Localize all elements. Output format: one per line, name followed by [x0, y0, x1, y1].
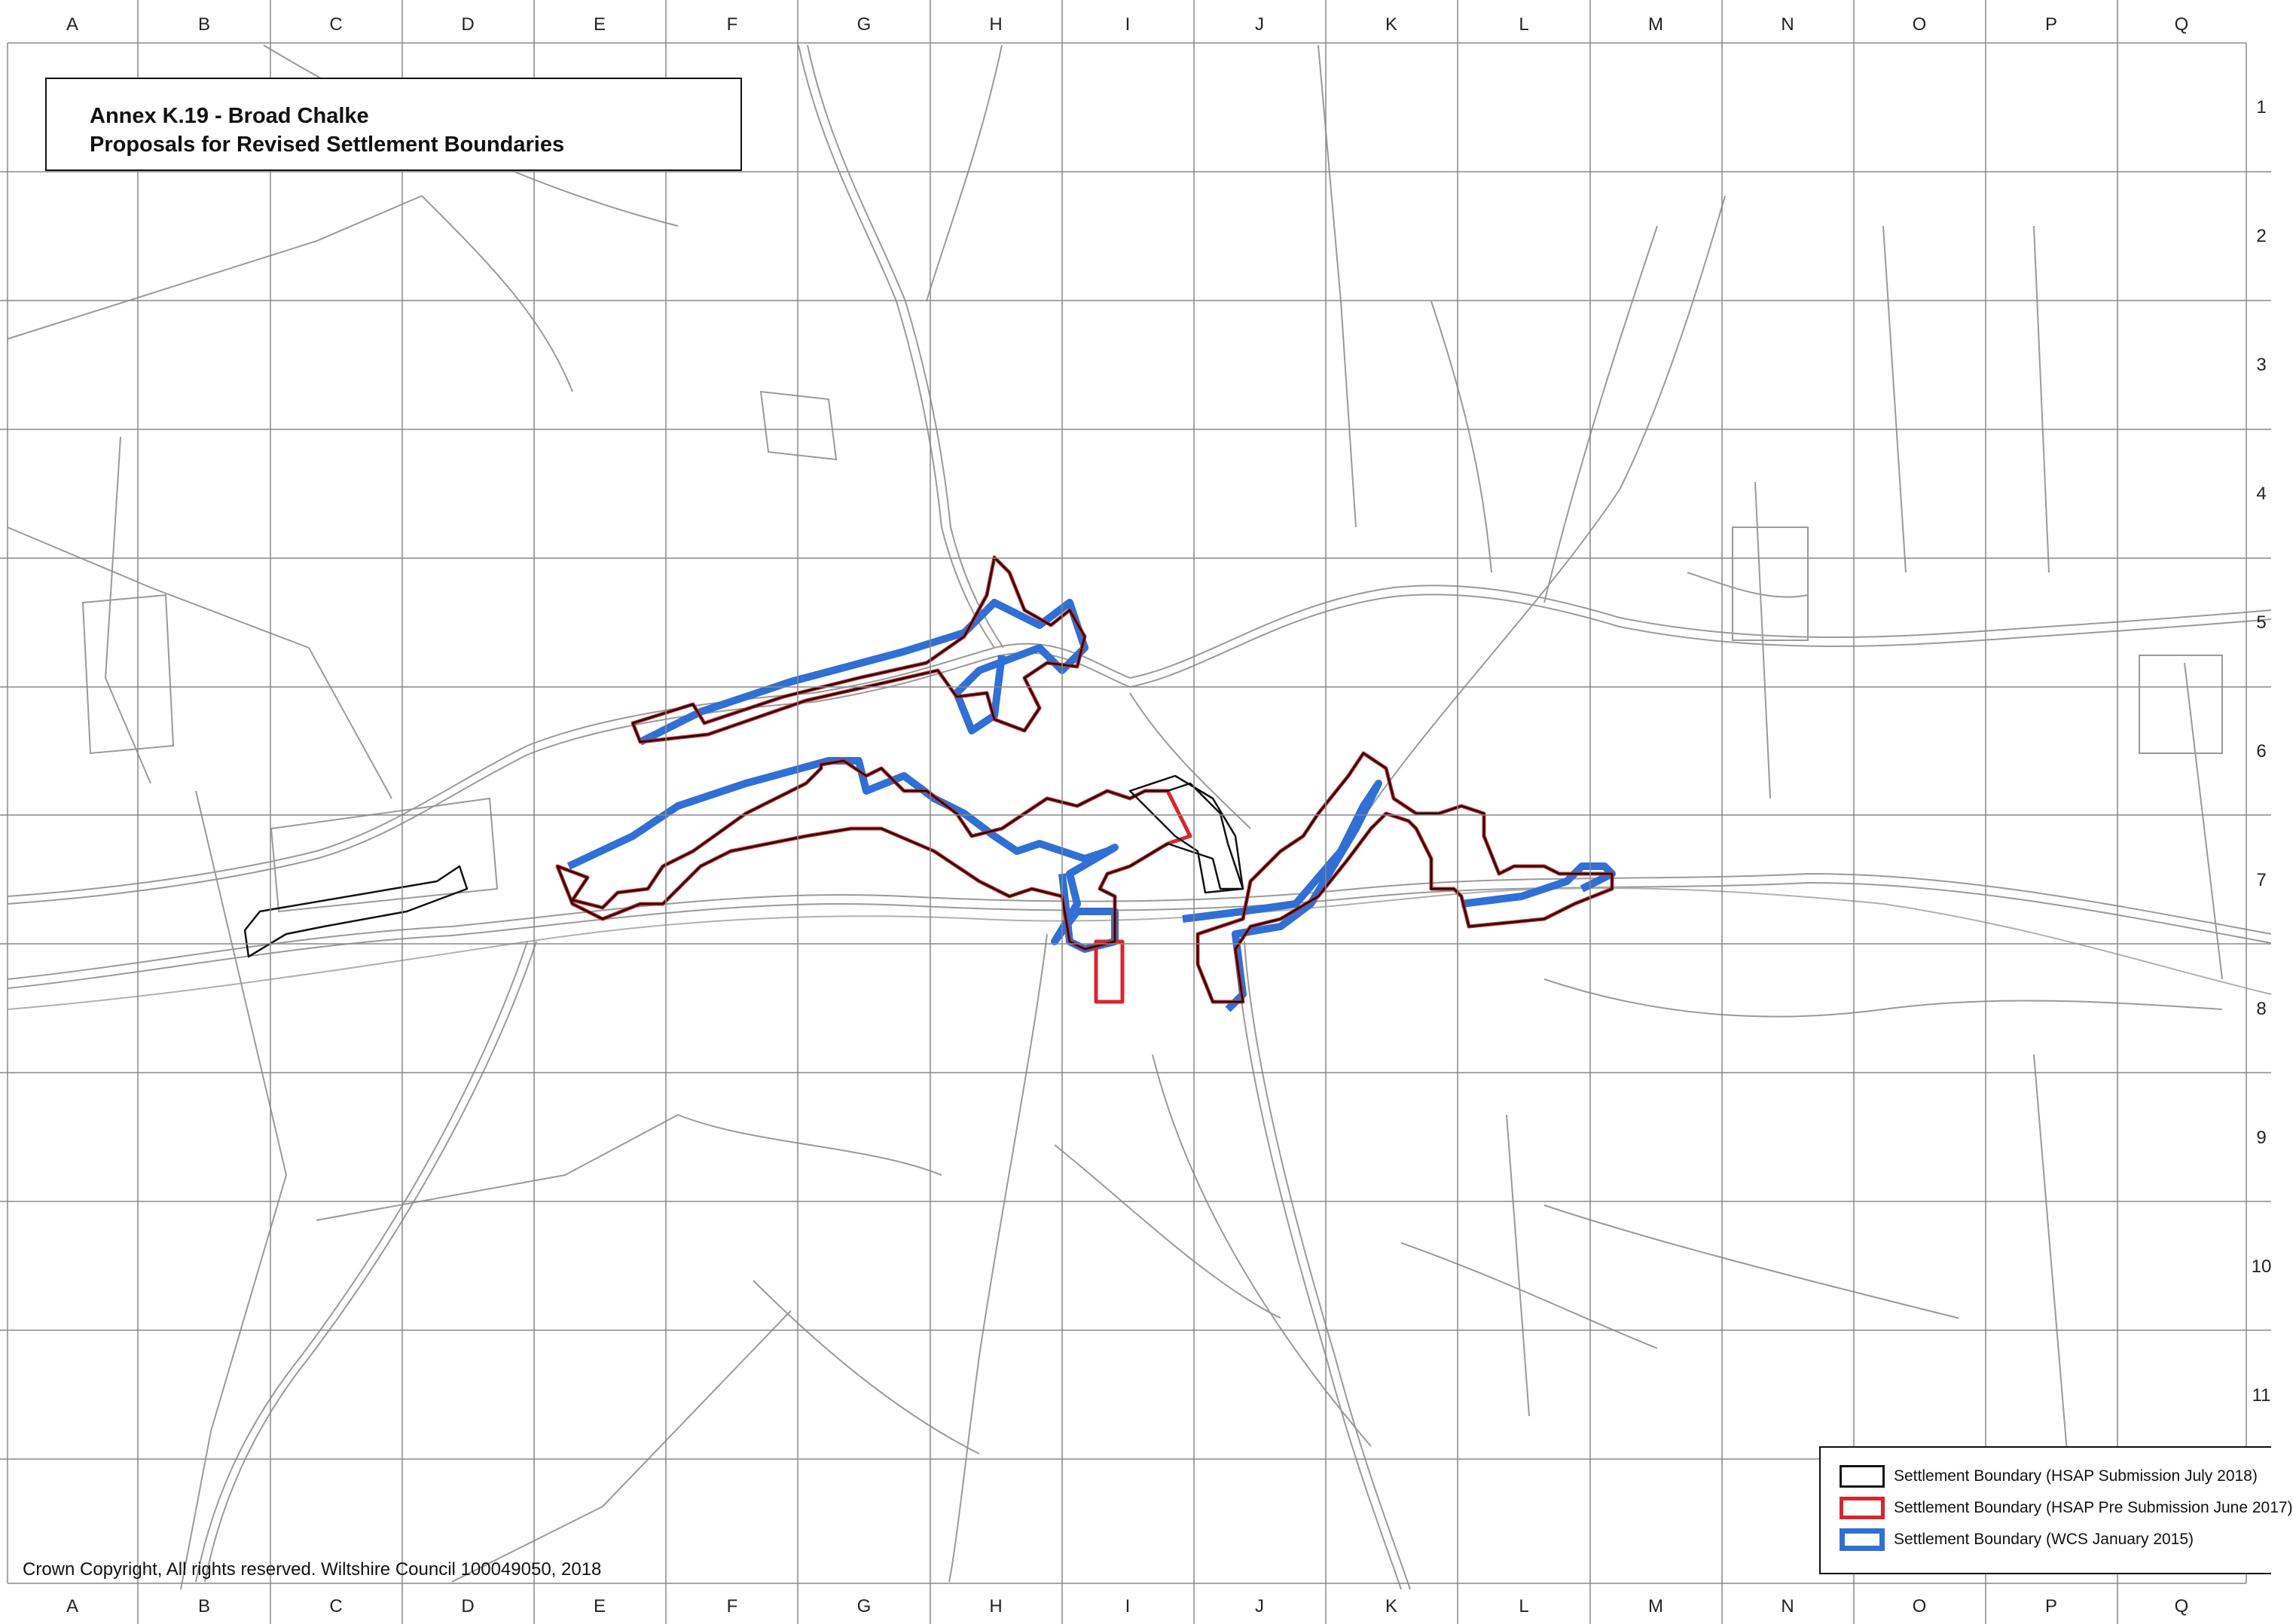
basemap [7, 44, 2272, 1590]
grid-col-label-top: D [461, 14, 474, 35]
grid-row-label: 8 [2256, 999, 2266, 1019]
grid-col-label-top: M [1648, 14, 1663, 35]
legend-label: Settlement Boundary (HSAP Submission Jul… [1894, 1467, 2258, 1485]
legend-item: Settlement Boundary (HSAP Submission Jul… [1840, 1461, 2258, 1491]
map-subtitle: Proposals for Revised Settlement Boundar… [90, 133, 565, 157]
legend-item: Settlement Boundary (WCS January 2015) [1840, 1525, 2194, 1555]
grid-col-label-bottom: G [857, 1596, 872, 1616]
map-title-box: Annex K.19 - Broad Chalke Proposals for … [45, 78, 742, 171]
grid-col-label-bottom: F [727, 1596, 738, 1616]
grid-col-label-bottom: L [1519, 1596, 1528, 1616]
grid-col-label-bottom: O [1913, 1596, 1927, 1616]
grid-row-label: 5 [2256, 612, 2266, 633]
legend-label: Settlement Boundary (WCS January 2015) [1894, 1531, 2194, 1548]
grid-col-label-top: J [1255, 14, 1264, 35]
grid-col-label-bottom: C [329, 1596, 342, 1616]
grid-col-label-top: I [1125, 14, 1131, 35]
grid-row-label: 3 [2256, 355, 2266, 375]
grid-col-label-top: F [727, 14, 738, 35]
legend-item: Settlement Boundary (HSAP Pre Submission… [1840, 1493, 2293, 1523]
grid-col-label-bottom: J [1255, 1596, 1264, 1616]
grid-col-label-top: E [594, 14, 606, 35]
grid-col-label-top: A [66, 14, 78, 35]
grid-row-label: 11 [2252, 1385, 2271, 1406]
grid-col-label-bottom: I [1125, 1596, 1131, 1616]
grid-col-label-bottom: M [1648, 1596, 1663, 1616]
grid-col-label-top: N [1781, 14, 1794, 35]
grid-row-label: 2 [2256, 226, 2266, 246]
grid-row-label: 1 [2256, 97, 2266, 118]
grid-col-label-bottom: N [1781, 1596, 1794, 1616]
grid-col-label-top: Q [2175, 14, 2189, 35]
grid-col-label-top: K [1385, 14, 1397, 35]
grid-col-label-top: G [857, 14, 872, 35]
legend-swatch-blue [1840, 1528, 1885, 1551]
grid-col-label-bottom: K [1385, 1596, 1397, 1616]
grid-col-label-top: H [989, 14, 1002, 35]
grid-col-label-bottom: E [594, 1596, 606, 1616]
grid-row-label: 4 [2256, 484, 2266, 504]
grid-col-label-bottom: P [2045, 1596, 2057, 1616]
grid-row-label: 6 [2256, 741, 2266, 762]
legend-swatch-red [1840, 1497, 1885, 1519]
legend-label: Settlement Boundary (HSAP Pre Submission… [1894, 1499, 2293, 1516]
grid-col-label-top: L [1519, 14, 1528, 35]
copyright-notice: Crown Copyright, All rights reserved. Wi… [23, 1559, 602, 1580]
grid-col-label-bottom: Q [2175, 1596, 2189, 1616]
grid-col-label-bottom: H [989, 1596, 1002, 1616]
grid-row-label: 7 [2256, 870, 2266, 890]
legend: Settlement Boundary (HSAP Submission Jul… [1819, 1446, 2293, 1574]
grid-col-label-top: P [2045, 14, 2057, 35]
grid-col-label-top: C [329, 14, 342, 35]
map-title: Annex K.19 - Broad Chalke [90, 104, 369, 128]
grid-col-label-top: O [1913, 14, 1927, 35]
legend-swatch-black [1840, 1465, 1885, 1488]
boundary-submission-2018 [243, 556, 1614, 1003]
grid-col-label-top: B [198, 14, 210, 35]
grid-row-label: 10 [2252, 1256, 2272, 1277]
grid-col-label-bottom: A [66, 1596, 78, 1616]
grid-col-label-bottom: D [461, 1596, 474, 1616]
grid-row-label: 9 [2256, 1128, 2266, 1148]
grid-col-label-bottom: B [198, 1596, 210, 1616]
